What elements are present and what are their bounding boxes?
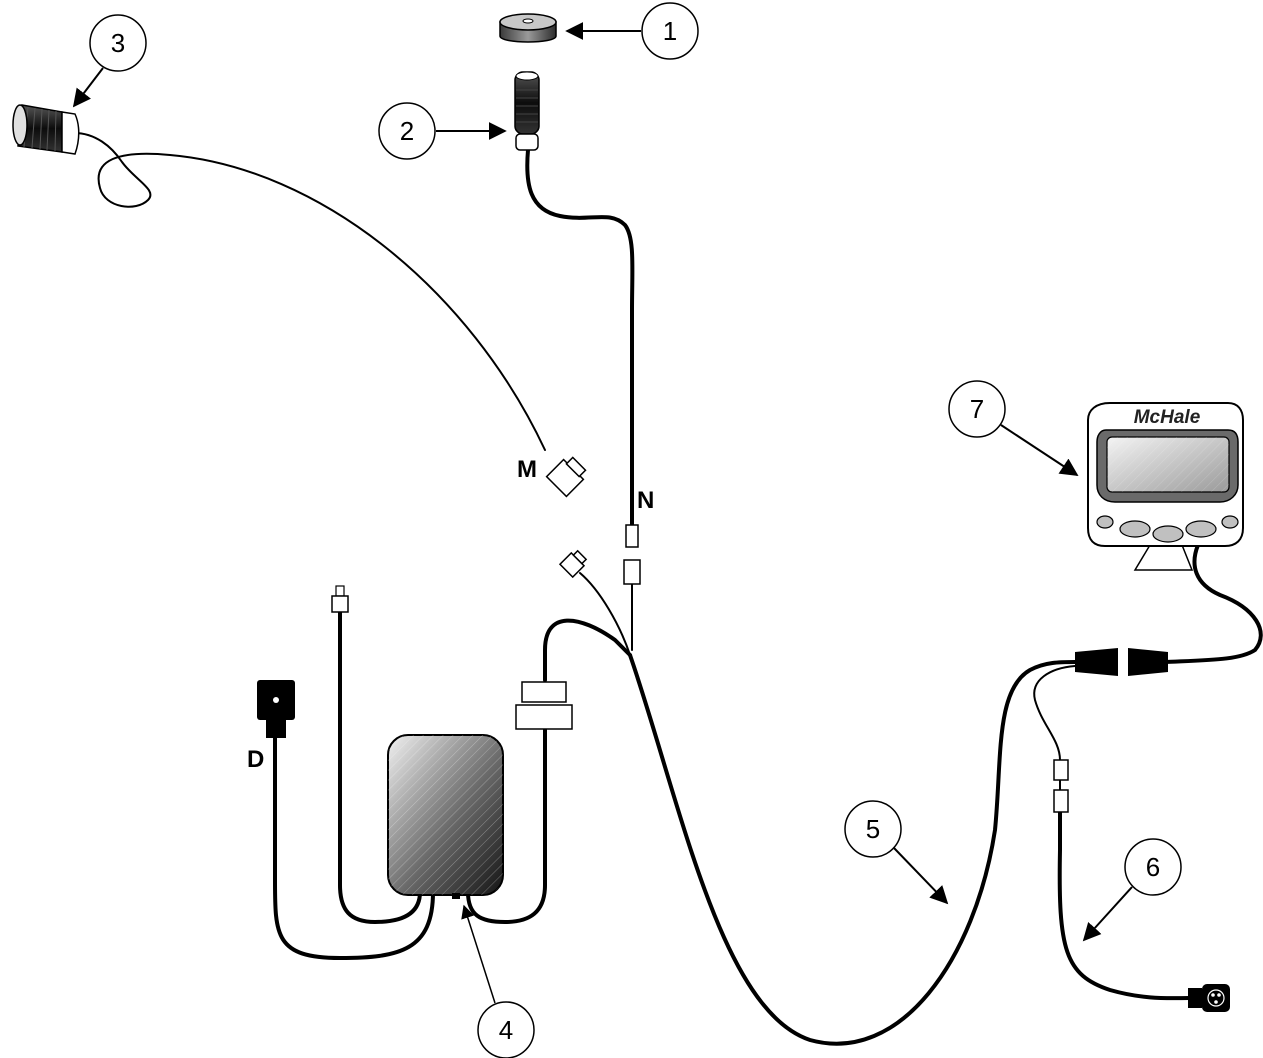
control-box xyxy=(387,734,504,899)
callout-2: 2 xyxy=(378,102,507,160)
monitor: McHale xyxy=(1087,402,1244,571)
box-cable-left xyxy=(273,736,435,961)
lead-6-connector-top xyxy=(1053,759,1069,781)
box-harness-plug xyxy=(515,681,573,730)
connector-m xyxy=(545,456,587,498)
monitor-button-5 xyxy=(1221,515,1239,529)
callout-7: 7 xyxy=(948,380,1079,476)
main-cable-5 xyxy=(628,653,1077,1046)
box-harness-cable xyxy=(543,618,632,682)
callout-4: 4 xyxy=(461,904,535,1058)
connector-m-mate xyxy=(558,549,588,579)
spade-terminal xyxy=(331,585,349,613)
cables xyxy=(71,131,1263,1046)
svg-text:5: 5 xyxy=(866,814,880,844)
lead-6-cable-bottom xyxy=(1057,810,1192,1001)
monitor-button-3 xyxy=(1152,525,1184,543)
sensor-2-cable xyxy=(525,148,635,527)
svg-text:1: 1 xyxy=(663,16,677,46)
main-coupling xyxy=(1075,648,1168,676)
monitor-button-1 xyxy=(1096,515,1114,529)
label-n: N xyxy=(637,487,654,514)
box-cable-inner xyxy=(338,610,422,925)
monitor-cable xyxy=(1163,543,1263,664)
inductive-sensor xyxy=(12,104,80,155)
connector-d xyxy=(257,680,295,738)
lead-6-cable-top xyxy=(1033,665,1076,761)
proximity-sensor xyxy=(514,71,540,151)
magnet xyxy=(499,13,557,43)
svg-text:6: 6 xyxy=(1146,852,1160,882)
monitor-brand: McHale xyxy=(1134,407,1201,428)
callout-5: 5 xyxy=(844,800,949,905)
monitor-button-2 xyxy=(1119,520,1151,538)
svg-text:4: 4 xyxy=(499,1015,513,1045)
sensor-3-cable xyxy=(71,131,546,451)
svg-text:2: 2 xyxy=(400,116,414,146)
monitor-button-4 xyxy=(1185,520,1217,538)
callout-1: 1 xyxy=(565,2,699,60)
lead-6-connector-bottom xyxy=(1053,789,1069,813)
callout-6: 6 xyxy=(1082,838,1182,942)
power-plug xyxy=(1188,984,1230,1012)
connector-n-bottom xyxy=(623,559,641,585)
label-m: M xyxy=(517,456,537,483)
svg-text:3: 3 xyxy=(111,28,125,58)
m-harness-lead xyxy=(579,572,631,656)
connector-n-top xyxy=(625,524,639,548)
callout-3: 3 xyxy=(72,14,147,108)
svg-text:7: 7 xyxy=(970,394,984,424)
label-d: D xyxy=(247,746,264,773)
